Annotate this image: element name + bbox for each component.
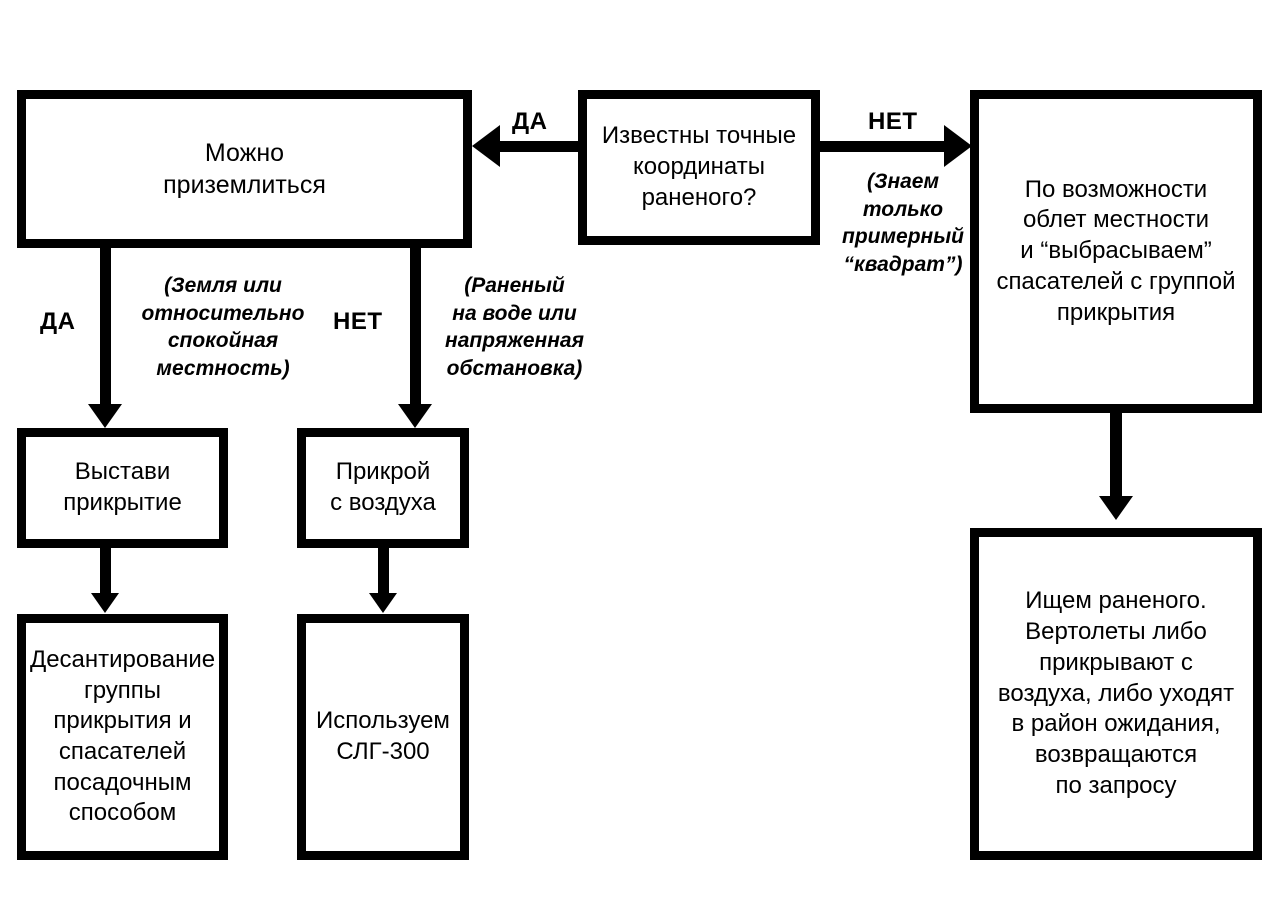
edge-set-cover-to-landing-line (100, 545, 111, 597)
edge-land-yes-note: (Земля или относительно спокойная местно… (141, 274, 305, 381)
edge-land-no-line (410, 240, 421, 410)
node-use-slg[interactable]: Используем СЛГ-300 (297, 614, 469, 860)
edge-coords-no-label: НЕТ (868, 108, 918, 135)
node-search-wounded[interactable]: Ищем раненого. Вертолеты либо прикрывают… (970, 528, 1262, 860)
node-landing-drop[interactable]: Десантирование группы прикрытия и спасат… (17, 614, 228, 860)
edge-coords-no-line (818, 141, 946, 152)
node-landing-drop-label: Десантирование группы прикрытия и спасат… (29, 645, 216, 827)
node-flyover-label: По возможности облет местности и “выбрас… (996, 175, 1236, 326)
node-use-slg-label: Используем СЛГ-300 (316, 707, 450, 765)
edge-coords-no-note: (Знаем только примерный “квадрат”) (842, 170, 964, 277)
node-flyover[interactable]: По возможности облет местности и “выбрас… (970, 90, 1262, 413)
edge-coords-yes-line (500, 141, 580, 152)
edge-set-cover-to-landing-arrowhead (91, 593, 119, 613)
node-set-cover-label: Выстави прикрытие (63, 458, 182, 516)
node-can-land[interactable]: Можно приземлиться (17, 90, 472, 248)
edge-flyover-to-search-arrowhead (1099, 496, 1133, 520)
node-coords-known[interactable]: Известны точные координаты раненого? (578, 90, 820, 245)
node-can-land-label: Можно приземлиться (163, 139, 326, 199)
edge-land-no-note: (Раненый на воде или напряженная обстано… (445, 274, 584, 381)
edge-land-no-label: НЕТ (333, 308, 383, 335)
edge-land-yes-line (100, 240, 111, 410)
edge-cover-air-to-slg-arrowhead (369, 593, 397, 613)
edge-cover-air-to-slg-line (378, 545, 389, 597)
edge-coords-no-arrowhead (944, 125, 972, 167)
node-set-cover[interactable]: Выстави прикрытие (17, 428, 228, 548)
node-coords-known-label: Известны точные координаты раненого? (601, 122, 797, 211)
edge-flyover-to-search-line (1110, 408, 1122, 500)
edge-land-yes-label: ДА (40, 308, 76, 335)
node-search-wounded-label: Ищем раненого. Вертолеты либо прикрывают… (997, 587, 1235, 799)
node-cover-from-air[interactable]: Прикрой с воздуха (297, 428, 469, 548)
edge-coords-yes-label: ДА (512, 108, 548, 135)
edge-land-no-arrowhead (398, 404, 432, 428)
edge-land-yes-arrowhead (88, 404, 122, 428)
node-cover-from-air-label: Прикрой с воздуха (330, 458, 436, 516)
edge-coords-yes-arrowhead (472, 125, 500, 167)
